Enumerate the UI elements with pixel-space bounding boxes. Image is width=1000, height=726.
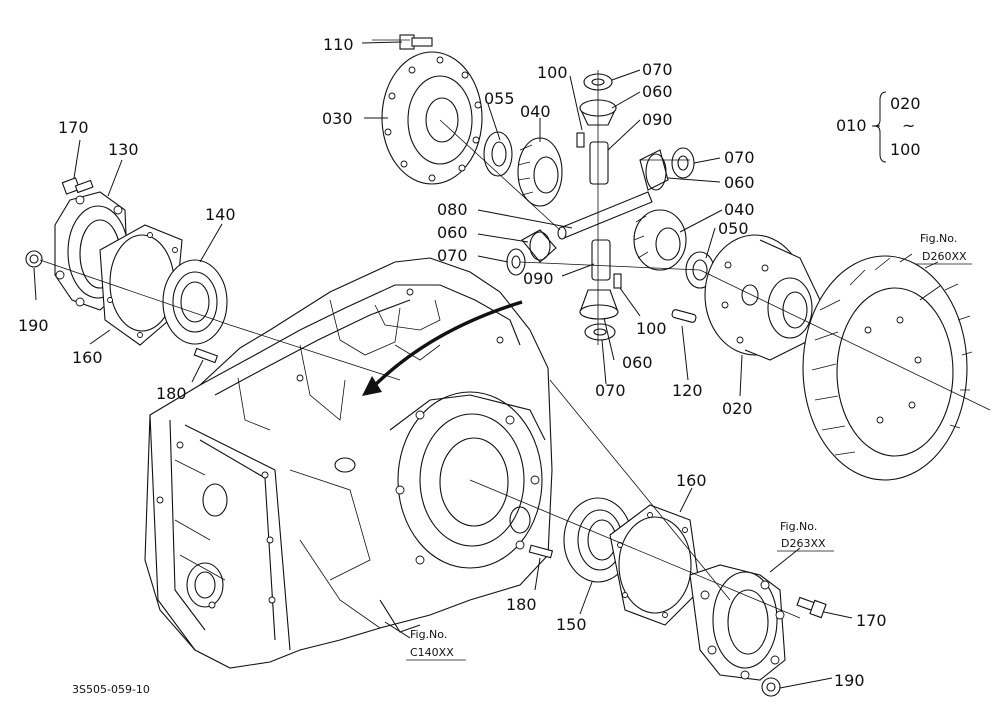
fig-ref-d260[interactable]: Fig.No. D260XX: [916, 232, 972, 265]
callout-110: 110: [323, 35, 354, 54]
callout-100-lower: 100: [636, 319, 667, 338]
callout-180-left: 180: [156, 384, 187, 403]
part-bearing-holder-right: [689, 564, 786, 681]
transmission-housing: [144, 257, 553, 669]
part-060-pinion-bottom: [579, 289, 619, 320]
callout-100-upper: 100: [537, 63, 568, 82]
callout-170-left: 170: [58, 118, 89, 137]
part-080-cross-shaft: [557, 191, 653, 240]
part-090-spacer-lower: [591, 239, 611, 281]
part-190-nut-right: [761, 677, 781, 697]
part-180-stud-right: [528, 544, 554, 559]
fig-ref-d260-label: Fig.No.: [920, 232, 957, 245]
callout-160-right: 160: [676, 471, 707, 490]
insertion-arrow-head: [362, 376, 382, 396]
callout-040-upper: 040: [520, 102, 551, 121]
callout-140: 140: [205, 205, 236, 224]
part-030-diff-cover: [381, 51, 483, 185]
drawing-id: 3S505-059-10: [72, 683, 150, 696]
part-140-bearing-left: [162, 259, 228, 345]
ring-gear: [802, 253, 973, 481]
fig-ref-c140[interactable]: Fig.No. C140XX: [406, 628, 466, 661]
callout-040-lower: 040: [724, 200, 755, 219]
callout-170-right: 170: [856, 611, 887, 630]
callout-060-bottom: 060: [622, 353, 653, 372]
range-to-number: 100: [890, 140, 921, 159]
callout-190-right: 190: [834, 671, 865, 690]
callout-070-left: 070: [437, 246, 468, 265]
callout-180-right: 180: [506, 595, 537, 614]
part-060-pinion-left: [521, 229, 557, 263]
part-180-stud-left: [193, 347, 219, 364]
callout-120: 120: [672, 381, 703, 400]
part-055-thrust-washer: [483, 131, 513, 177]
callout-070-bottom: 070: [595, 381, 626, 400]
callout-070-top: 070: [642, 60, 673, 79]
part-060-pinion-right: [639, 149, 669, 191]
callout-060-right: 060: [724, 173, 755, 192]
callout-130: 130: [108, 140, 139, 159]
callout-090-lower: 090: [523, 269, 554, 288]
callout-160-left: 160: [72, 348, 103, 367]
callout-055: 055: [484, 89, 515, 108]
part-070-washer-bottom: [584, 323, 616, 341]
part-120-pin: [671, 309, 697, 323]
part-190-nut-left: [25, 250, 43, 268]
part-110-bolt: [399, 34, 433, 50]
callout-080: 080: [437, 200, 468, 219]
fig-ref-c140-label: Fig.No.: [410, 628, 447, 641]
part-170-bolt-right: [796, 596, 827, 619]
callout-070-right: 070: [724, 148, 755, 167]
range-main-number: 010: [836, 116, 867, 135]
callout-090-upper: 090: [642, 110, 673, 129]
part-170-bolt-left: [61, 177, 94, 195]
part-100-pin-lower: [613, 273, 622, 289]
part-040-side-gear-upper: [517, 137, 563, 207]
fig-ref-d263-label: Fig.No.: [780, 520, 817, 533]
assembly-axis-lines: [39, 39, 991, 619]
callout-060-left: 060: [437, 223, 468, 242]
fig-ref-d260-code: D260XX: [922, 250, 967, 263]
callout-060-top: 060: [642, 82, 673, 101]
range-note: 010 020 ~ 100: [836, 91, 921, 163]
insertion-arrow: [370, 300, 523, 390]
callout-020: 020: [722, 399, 753, 418]
callout-030: 030: [322, 109, 353, 128]
callout-150: 150: [556, 615, 587, 634]
part-070-washer-right: [671, 147, 695, 179]
part-090-spacer-upper: [589, 141, 609, 185]
part-020-diff-case: [704, 234, 821, 361]
part-100-pin-upper: [576, 132, 585, 148]
fig-ref-d263-code: D263XX: [781, 537, 826, 550]
range-from-number: 020: [890, 94, 921, 113]
range-tilde: ~: [902, 116, 915, 135]
fig-ref-d263[interactable]: Fig.No. D263XX: [777, 520, 834, 552]
leader-lines: [33, 41, 941, 689]
callout-190-left: 190: [18, 316, 49, 335]
part-040-side-gear-lower: [633, 209, 687, 271]
fig-ref-c140-code: C140XX: [410, 646, 454, 659]
callout-labels: 110 030 055 040 100 070 060 090 070 060 …: [18, 35, 887, 690]
callout-050: 050: [718, 219, 749, 238]
